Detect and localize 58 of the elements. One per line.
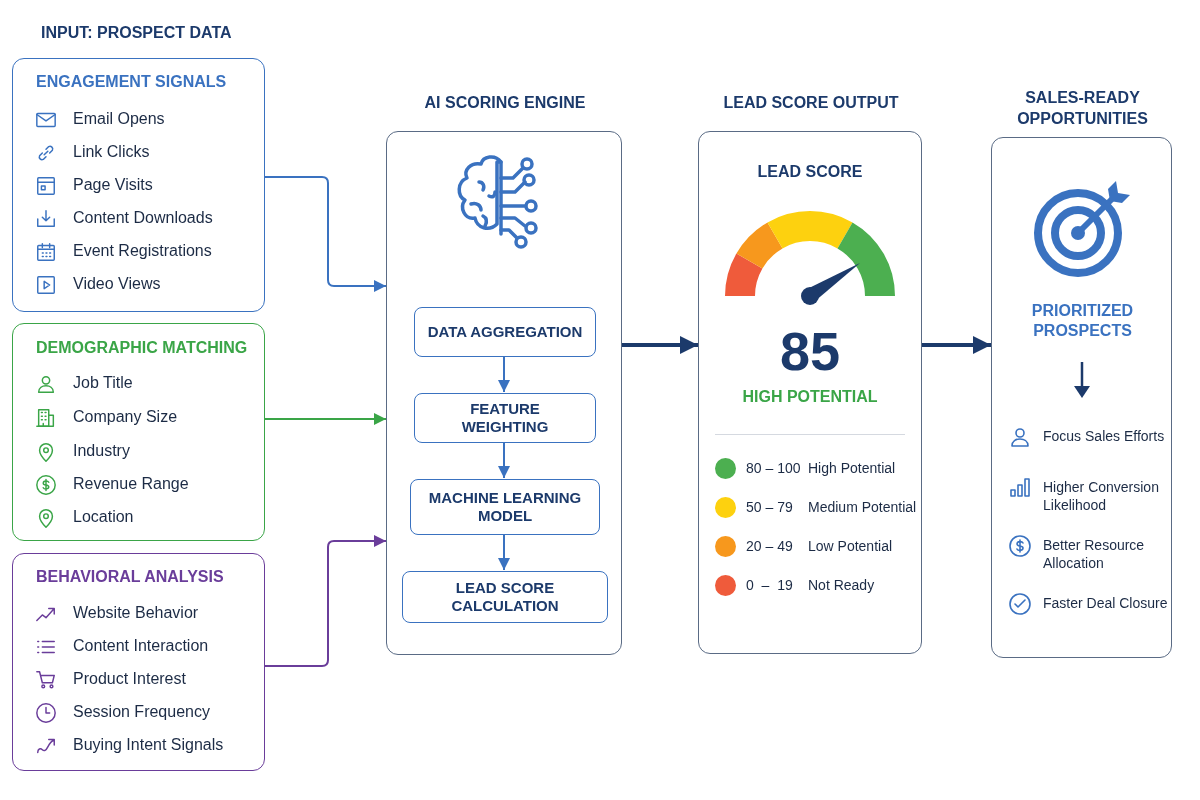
score-rating: HIGH POTENTIAL <box>741 388 879 407</box>
legend-label: Low Potential <box>808 538 893 555</box>
signal-item: Location <box>73 508 134 527</box>
benefit-item: Faster Deal Closure <box>1043 595 1168 613</box>
score-range: 0 – 19 <box>746 577 793 594</box>
result-heading: PRIORITIZED PROSPECTS <box>1030 301 1135 341</box>
signal-item: Event Registrations <box>73 242 212 261</box>
legend-label: High Potential <box>808 460 896 477</box>
card-heading: BEHAVIORAL ANALYSIS <box>36 568 224 587</box>
arrow <box>264 535 387 667</box>
step-label: FEATURE WEIGHTING <box>460 400 550 436</box>
score-value: 85 <box>778 324 842 378</box>
arrow <box>498 533 510 571</box>
signal-item: Page Visits <box>73 176 153 195</box>
step-label: LEAD SCORE CALCULATION <box>450 579 560 615</box>
process-box <box>414 393 596 443</box>
signal-item: Website Behavior <box>73 604 199 623</box>
benefit-item: Focus Sales Efforts <box>1043 428 1166 446</box>
signal-item: Content Downloads <box>73 209 213 228</box>
column-heading: LEAD SCORE OUTPUT <box>722 94 900 113</box>
arrow <box>622 336 698 354</box>
legend-label: Not Ready <box>808 577 875 594</box>
card-heading: LEAD SCORE <box>756 163 864 182</box>
column-heading: AI SCORING ENGINE <box>423 94 587 113</box>
card-heading: DEMOGRAPHIC MATCHING <box>36 339 248 358</box>
benefit-item: Better Resource Allocation <box>1043 537 1146 572</box>
legend-label: Medium Potential <box>808 499 917 516</box>
step-label: DATA AGGREGATION <box>426 323 584 341</box>
arrow <box>264 413 387 425</box>
signal-item: Link Clicks <box>73 143 150 162</box>
benefit-item: Higher Conversion Likelihood <box>1043 479 1160 514</box>
category-card <box>12 58 265 312</box>
score-range: 50 – 79 <box>746 499 793 516</box>
step-label: MACHINE LEARNING MODEL <box>427 489 583 525</box>
arrow <box>498 355 510 393</box>
arrow <box>922 336 991 354</box>
arrow <box>498 441 510 479</box>
signal-item: Content Interaction <box>73 637 209 656</box>
signal-item: Video Views <box>73 275 161 294</box>
arrow <box>264 176 387 292</box>
category-card <box>12 323 265 541</box>
column-heading: SALES-READY OPPORTUNITIES <box>1016 88 1149 129</box>
signal-item: Product Interest <box>73 670 186 689</box>
process-box <box>402 571 608 623</box>
process-box <box>410 479 600 535</box>
section-heading: INPUT: PROSPECT DATA <box>41 24 232 43</box>
signal-item: Company Size <box>73 408 178 427</box>
signal-item: Job Title <box>73 374 133 393</box>
signal-item: Revenue Range <box>73 475 189 494</box>
score-range: 80 – 100 <box>746 460 801 477</box>
signal-item: Buying Intent Signals <box>73 736 224 755</box>
category-card <box>12 553 265 771</box>
signal-item: Email Opens <box>73 110 165 129</box>
process-box <box>414 307 596 357</box>
signal-item: Session Frequency <box>73 703 210 722</box>
signal-item: Industry <box>73 442 130 461</box>
score-range: 20 – 49 <box>746 538 793 555</box>
card-heading: ENGAGEMENT SIGNALS <box>36 73 227 92</box>
